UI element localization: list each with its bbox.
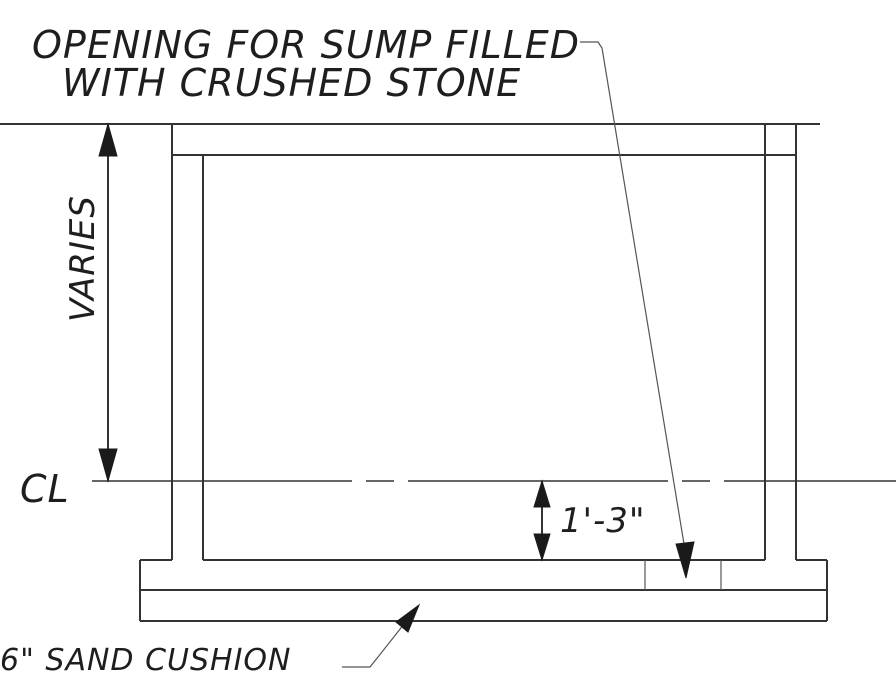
- sump-opening-label-line1: OPENING FOR SUMP FILLED: [32, 23, 580, 67]
- varies-dimension: [98, 122, 118, 483]
- leader-arrow-icon: [395, 603, 421, 633]
- arrow-down-icon: [98, 448, 118, 483]
- top-slab: [171, 124, 797, 560]
- depth-dimension-label: 1'-3": [560, 501, 646, 541]
- sump-opening-leader: [580, 41, 695, 579]
- varies-label: VARIES: [63, 195, 103, 322]
- arrow-up-icon: [533, 479, 551, 508]
- sand-cushion-leader: [342, 603, 421, 668]
- sand-cushion-label: 6" SAND CUSHION: [0, 643, 291, 676]
- depth-dimension: [533, 479, 551, 562]
- sump-opening: [644, 560, 722, 590]
- leader-arrow-icon: [675, 541, 695, 579]
- sump-opening-label-line2: WITH CRUSHED STONE: [62, 61, 521, 105]
- arrow-down-icon: [533, 533, 551, 562]
- floor-slab: [139, 559, 828, 622]
- centerline-label: CL: [20, 467, 70, 511]
- arrow-up-icon: [98, 122, 118, 157]
